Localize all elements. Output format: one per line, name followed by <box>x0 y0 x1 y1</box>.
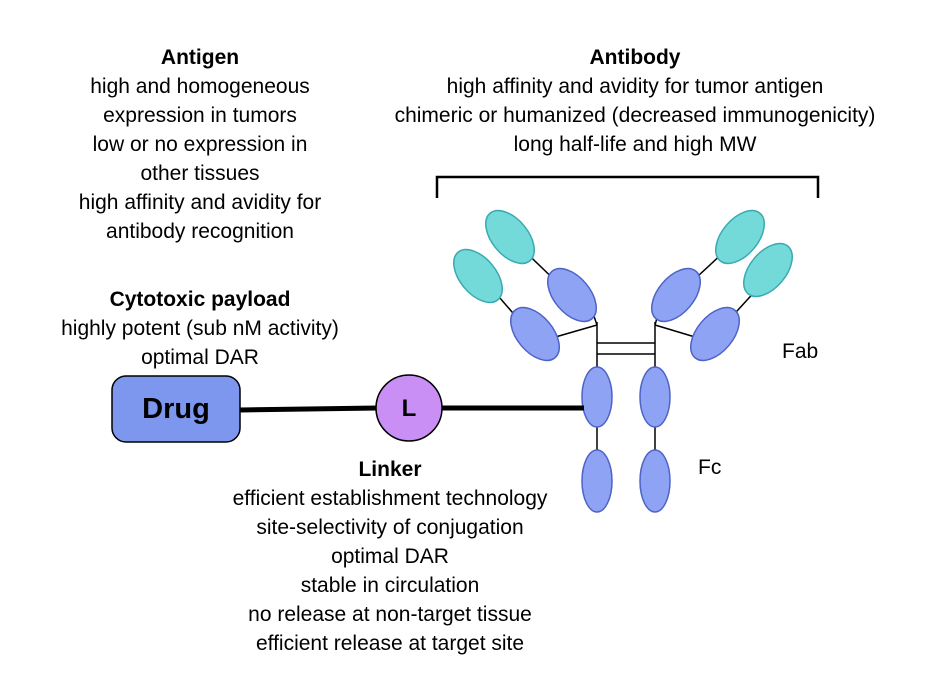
heavy-domain-left-upper <box>547 267 597 323</box>
drug-linker-bond <box>239 405 379 413</box>
antigen-line: high affinity and avidity for <box>78 191 322 214</box>
linker-line: stable in circulation <box>300 574 480 597</box>
fc-label: Fc <box>698 456 722 479</box>
antibody-line: high affinity and avidity for tumor anti… <box>446 75 824 98</box>
drug-label: Drug <box>142 392 210 425</box>
payload-block: Cytotoxic payload highly potent (sub nM … <box>40 285 360 372</box>
antigen-line: antibody recognition <box>106 220 294 243</box>
heavy-domain-right-lower <box>690 306 740 362</box>
light-domain-right-outer <box>715 209 765 265</box>
linker-line: no release at non-target tissue <box>248 603 532 626</box>
linker-title: Linker <box>358 458 422 481</box>
antigen-line: expression in tumors <box>103 104 297 127</box>
fc-domain-right-lower <box>639 449 671 513</box>
linker-block: Linker efficient establishment technolog… <box>170 455 610 658</box>
fc-domain-left-lower <box>581 449 613 513</box>
light-domain-right-inner <box>743 242 793 298</box>
payload-line: highly potent (sub nM activity) <box>61 317 339 340</box>
linker-circle <box>375 374 443 442</box>
linker-line: efficient release at target site <box>255 632 525 655</box>
linker-symbol: L <box>401 395 417 422</box>
linker-line: efficient establishment technology <box>232 487 548 510</box>
linker-line: optimal DAR <box>331 545 449 568</box>
light-domain-left-inner <box>453 248 503 304</box>
fc-domain-left-upper <box>581 366 613 428</box>
antigen-line: high and homogeneous <box>90 75 310 98</box>
antibody-bracket <box>435 175 820 198</box>
drug-box <box>111 375 241 443</box>
antigen-block: Antigen high and homogeneous expression … <box>40 43 360 246</box>
antigen-line: other tissues <box>140 162 260 185</box>
antibody-block: Antibody high affinity and avidity for t… <box>330 43 928 159</box>
antibody-title: Antibody <box>589 46 681 69</box>
heavy-domain-right-upper <box>651 267 701 323</box>
light-domain-left-outer <box>485 209 535 265</box>
linker-line: site-selectivity of conjugation <box>256 516 524 539</box>
antigen-line: low or no expression in <box>92 133 308 156</box>
fc-domain-right-upper <box>639 366 671 428</box>
antibody-line: chimeric or humanized (decreased immunog… <box>394 104 876 127</box>
payload-title: Cytotoxic payload <box>109 288 291 311</box>
heavy-domain-left-lower <box>510 306 560 362</box>
antibody-line: long half-life and high MW <box>513 133 757 156</box>
antigen-title: Antigen <box>160 46 240 69</box>
payload-line: optimal DAR <box>141 346 259 369</box>
fab-label: Fab <box>782 340 819 363</box>
